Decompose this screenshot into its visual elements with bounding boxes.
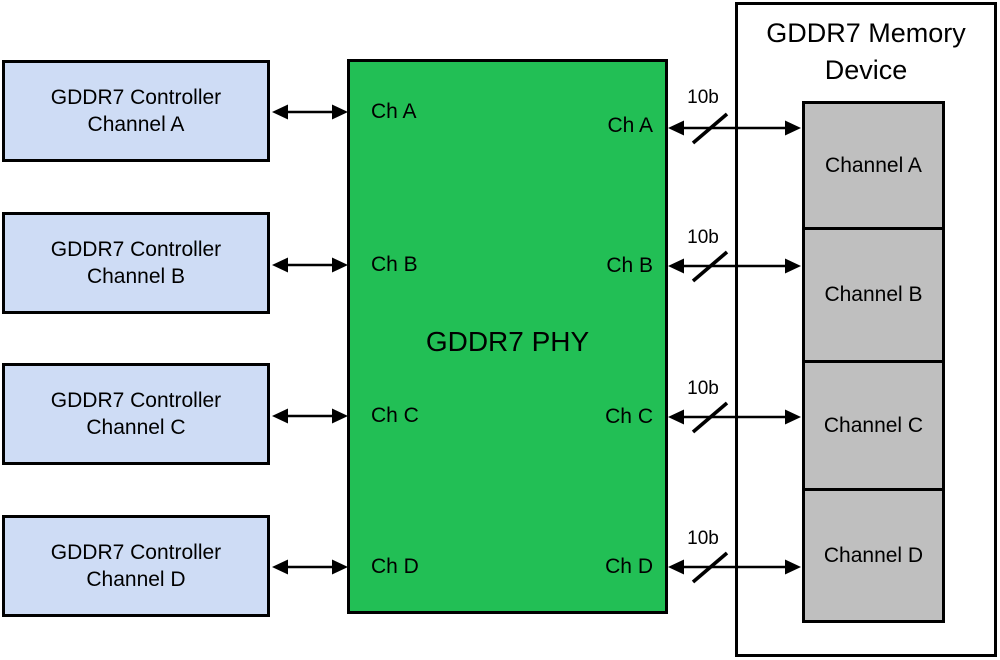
phy-title: GDDR7 PHY xyxy=(425,326,590,357)
controller-c-label-line1: GDDR7 Controller xyxy=(50,389,222,412)
phy-left-port-ch-c: Ch C xyxy=(371,404,419,427)
bus-width-slash-c xyxy=(691,401,729,434)
memory-channel-b-label: Channel B xyxy=(824,283,923,306)
memory-channel-a: Channel A xyxy=(802,101,945,230)
memory-device-box: GDDR7 Memory Device Channel A Channel B … xyxy=(735,2,997,657)
controller-box-channel-d: GDDR7 Controller Channel D xyxy=(2,515,270,617)
phy-left-port-ch-b: Ch B xyxy=(371,253,418,276)
phy-left-port-ch-a: Ch A xyxy=(371,100,417,123)
arrow-controller-phy-c xyxy=(272,408,348,424)
controller-a-label-line2: Channel A xyxy=(87,113,185,136)
phy-right-port-ch-c: Ch C xyxy=(605,405,653,428)
phy-box: GDDR7 PHY Ch A Ch B Ch C Ch D Ch A Ch B … xyxy=(347,59,668,614)
controller-b-label-line1: GDDR7 Controller xyxy=(50,238,222,261)
memory-channel-c-label: Channel C xyxy=(823,413,924,437)
memory-device-title-line2: Device xyxy=(824,55,908,85)
controller-box-channel-b: GDDR7 Controller Channel B xyxy=(2,212,270,314)
memory-channel-c: Channel C xyxy=(802,360,945,491)
bus-width-slash-d xyxy=(691,551,729,584)
memory-channel-b: Channel B xyxy=(802,227,945,363)
controller-d-label-line2: Channel D xyxy=(86,568,186,591)
controller-b-label-line2: Channel B xyxy=(86,265,186,288)
memory-device-title: GDDR7 Memory Device xyxy=(738,15,994,89)
memory-channel-d: Channel D xyxy=(802,488,945,623)
bus-width-label-a: 10b xyxy=(687,87,719,108)
memory-channel-d-label: Channel D xyxy=(823,543,924,567)
phy-left-port-ch-d: Ch D xyxy=(371,555,419,578)
controller-a-label-line1: GDDR7 Controller xyxy=(50,86,222,109)
controller-c-label-line2: Channel C xyxy=(86,416,186,439)
arrow-controller-phy-b xyxy=(272,257,348,273)
memory-channel-a-label: Channel A xyxy=(825,153,922,177)
arrow-controller-phy-a xyxy=(272,104,348,120)
bus-width-slash-b xyxy=(691,250,729,283)
bus-width-label-b: 10b xyxy=(687,227,719,248)
arrow-controller-phy-d xyxy=(272,559,348,575)
controller-box-channel-a: GDDR7 Controller Channel A xyxy=(2,60,270,162)
phy-right-port-ch-d: Ch D xyxy=(605,555,653,578)
memory-device-title-line1: GDDR7 Memory xyxy=(766,18,966,48)
bus-width-label-d: 10b xyxy=(687,528,719,549)
bus-width-label-c: 10b xyxy=(687,378,719,399)
bus-width-slash-a xyxy=(691,112,729,145)
controller-box-channel-c: GDDR7 Controller Channel C xyxy=(2,363,270,465)
controller-d-label-line1: GDDR7 Controller xyxy=(50,541,222,564)
phy-right-port-ch-b: Ch B xyxy=(606,254,653,277)
phy-right-port-ch-a: Ch A xyxy=(607,114,653,137)
